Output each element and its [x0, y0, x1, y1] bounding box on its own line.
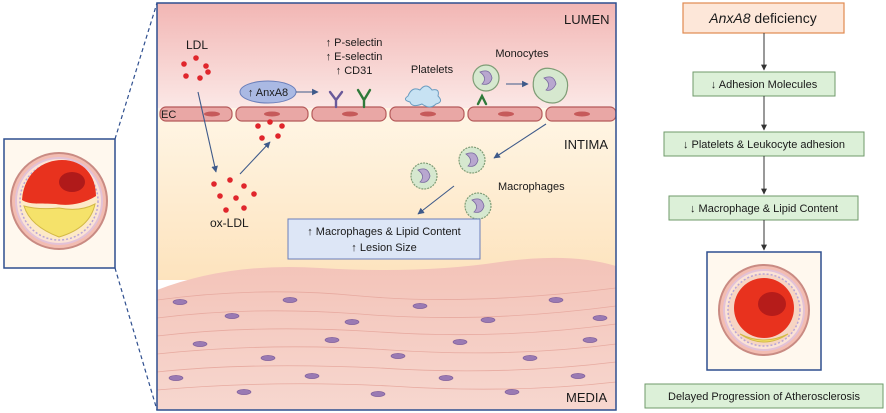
- flow-title-gene: AnxA8: [708, 10, 750, 26]
- macrophage-icon-2: [458, 146, 486, 174]
- flow-title-rest: deficiency: [751, 10, 817, 26]
- monocyte-rolling-icon: [532, 67, 569, 104]
- ldl-particles: [181, 55, 211, 81]
- zoom-line-top: [114, 2, 158, 140]
- oxldl-up-arrow: [239, 141, 271, 175]
- ox-ldl-particles: [211, 177, 257, 213]
- flow-step-2: ↓ Platelets & Leukocyte adhesion: [683, 139, 845, 151]
- media-label: MEDIA: [566, 390, 608, 405]
- flow-final-box: [644, 383, 884, 409]
- ldl-to-oxldl-arrow: [197, 91, 218, 173]
- smooth-muscle-layer: [157, 287, 616, 391]
- selectin-receptor-icon: [328, 88, 372, 109]
- media-region: [157, 257, 616, 410]
- transmigrating-ldl-particles: [255, 119, 285, 141]
- cd31-label: ↑ CD31: [336, 65, 373, 77]
- macrophage-to-result-arrow: [417, 185, 455, 215]
- platelets-label: Platelets: [411, 64, 454, 76]
- panel-frame: [156, 2, 617, 411]
- endothelial-cell-layer: [159, 106, 616, 122]
- healthy-artery-thumbnail: [706, 251, 822, 371]
- ec-label: EC: [161, 109, 176, 121]
- result-line-1: ↑ Macrophages & Lipid Content: [307, 226, 460, 238]
- intima-label: INTIMA: [564, 137, 608, 152]
- monocyte-to-macrophage-arrow: [493, 123, 547, 159]
- artery-cross-section-thumbnail: [3, 138, 116, 269]
- monocytes-label: Monocytes: [495, 48, 549, 60]
- ox-ldl-label: ox-LDL: [210, 216, 249, 230]
- result-box: [287, 218, 481, 260]
- zoom-line-bottom: [114, 267, 158, 411]
- smooth-muscle-nuclei: [168, 297, 608, 397]
- macrophage-icon-3: [464, 192, 492, 220]
- p-selectin-label: ↑ P-selectin: [326, 37, 383, 49]
- outcome-flowchart: AnxA8 deficiency ↓ Adhesion Molecules ↓ …: [644, 2, 884, 409]
- vessel-wall-panel: [157, 3, 616, 410]
- macrophage-icon: [410, 162, 438, 190]
- flow-step-2-box: [663, 131, 865, 157]
- result-line-2: ↑ Lesion Size: [351, 242, 416, 254]
- ldl-label: LDL: [186, 38, 208, 52]
- flow-step-3: ↓ Macrophage & Lipid Content: [690, 203, 838, 215]
- macrophages-label: Macrophages: [498, 181, 565, 193]
- monocyte-attached-icon: [472, 64, 500, 106]
- flow-step-1: ↓ Adhesion Molecules: [711, 79, 818, 91]
- lumen-label: LUMEN: [564, 12, 610, 27]
- anxa8-label: ↑ AnxA8: [248, 87, 288, 99]
- flow-final: Delayed Progression of Atherosclerosis: [668, 391, 860, 403]
- e-selectin-label: ↑ E-selectin: [326, 51, 383, 63]
- flow-step-3-box: [668, 195, 859, 221]
- flow-title: AnxA8 deficiency: [708, 10, 816, 26]
- platelet-icon: [404, 85, 442, 108]
